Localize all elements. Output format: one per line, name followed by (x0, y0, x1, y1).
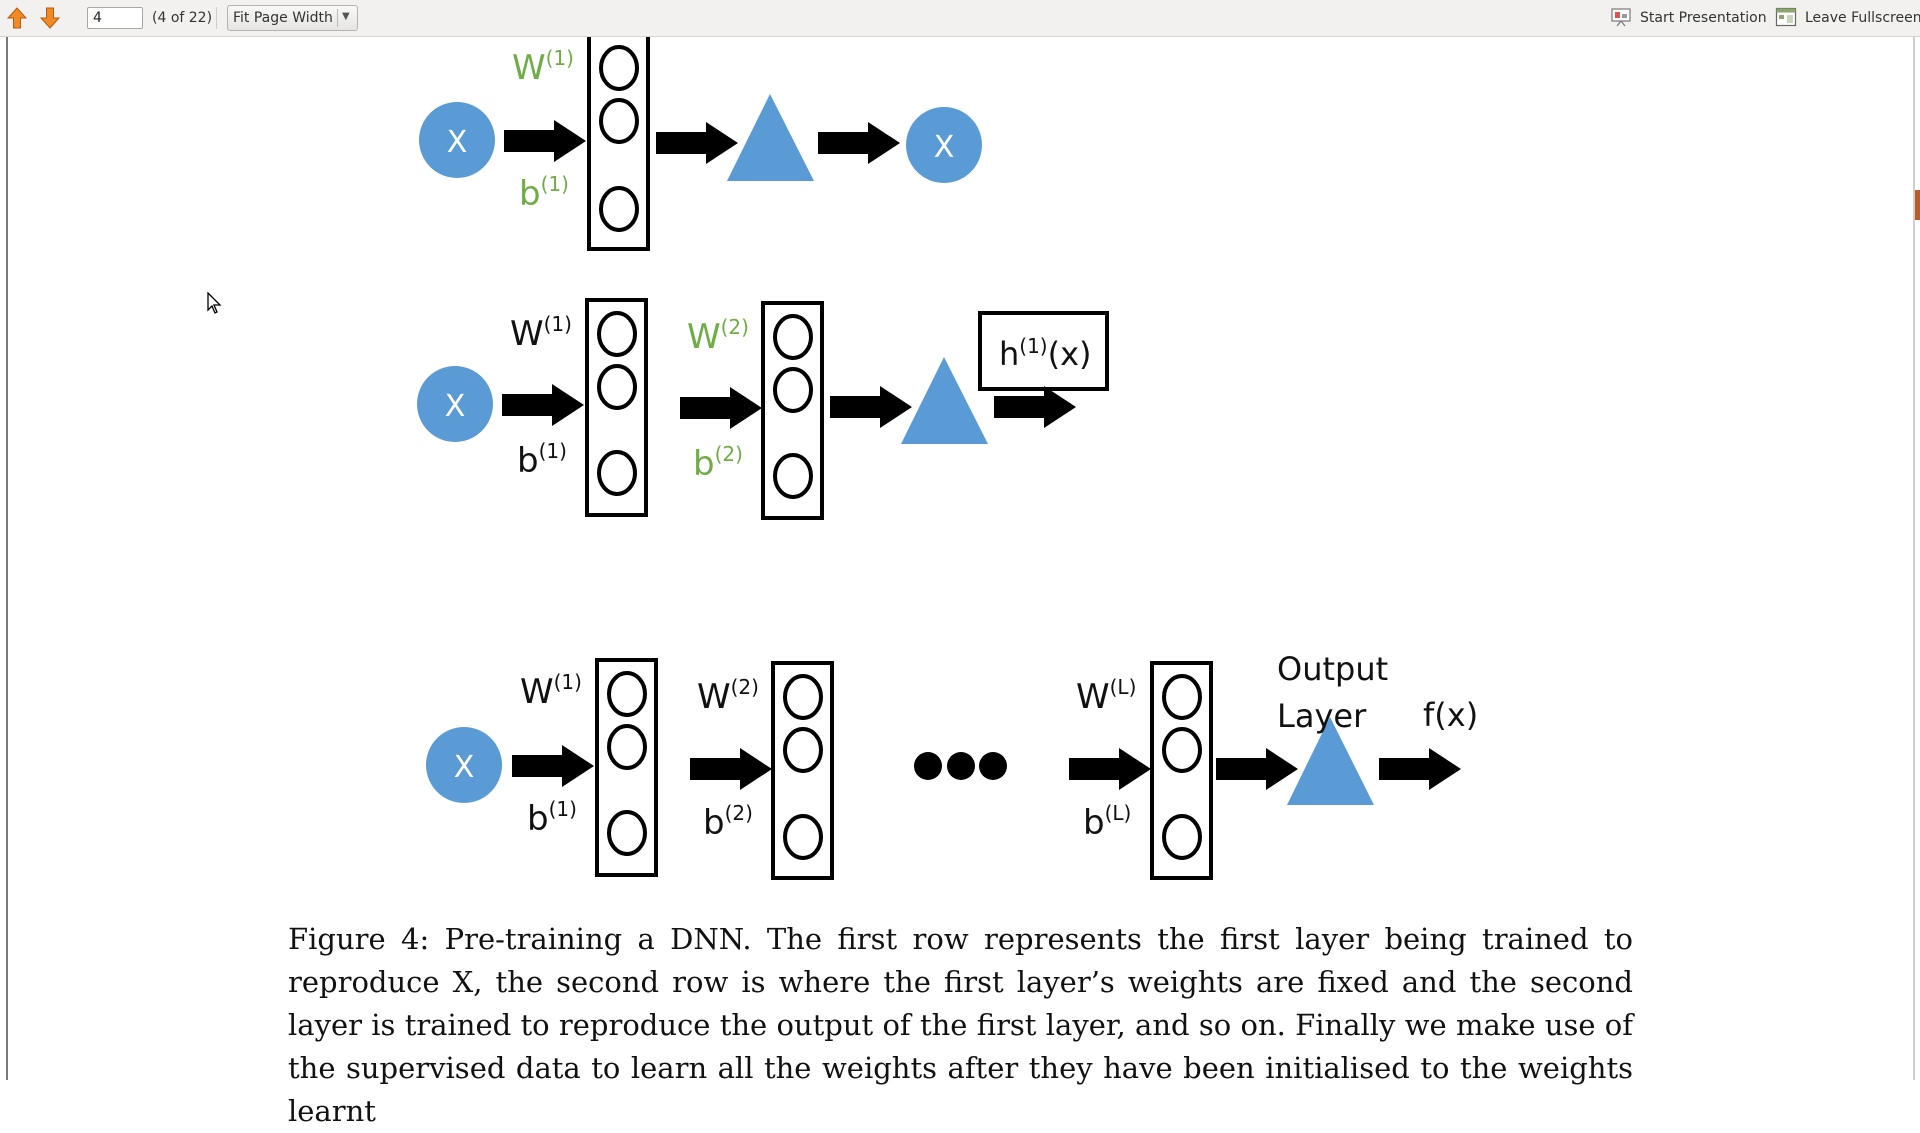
hidden-output-label: h(1)(x) (999, 334, 1092, 373)
ellipsis-dot (947, 752, 975, 780)
weight-label-1: W(1) (520, 670, 582, 712)
arrow-right-icon (994, 386, 1076, 428)
neuron (783, 814, 823, 860)
mouse-pointer-icon (207, 292, 222, 314)
page-border-left (6, 37, 8, 1080)
toolbar: (4 of 22) Fit Page Width ▼ Start Present… (0, 0, 1920, 37)
neuron (599, 45, 639, 91)
row-2: X W(1) b(1) W(2) b(2) h(1)(x) (417, 298, 1109, 520)
scrollbar-track[interactable] (1913, 37, 1915, 1080)
bias-label-1: b(1) (517, 439, 567, 481)
arrow-right-icon (1379, 748, 1461, 790)
reconstruction-node (906, 107, 982, 183)
arrow-right-icon (502, 384, 584, 426)
reconstruction-node-label: X (934, 130, 955, 165)
neuron (783, 674, 823, 720)
layer-box-2 (761, 301, 824, 520)
arrow-right-icon (830, 386, 912, 428)
figure-caption: Figure 4: Pre-training a DNN. The first … (288, 922, 1633, 1128)
neuron (599, 98, 639, 144)
page-count: (4 of 22) (152, 10, 213, 26)
arrow-down-icon (39, 7, 61, 29)
start-presentation-label: Start Presentation (1640, 10, 1767, 26)
leave-fullscreen-button[interactable]: Leave Fullscreen (1775, 5, 1920, 31)
layer-box-L (1150, 661, 1213, 880)
output-triangle (727, 94, 814, 181)
neuron (607, 810, 647, 856)
ellipsis-dot (979, 752, 1007, 780)
bias-label-1: b(1) (527, 797, 577, 839)
output-layer-label-line2: Layer (1277, 697, 1367, 735)
bias-label-2: b(2) (703, 801, 753, 843)
presentation-icon (1611, 8, 1631, 27)
input-node (419, 102, 495, 178)
weight-label-1: W(1) (510, 312, 572, 354)
zoom-select[interactable]: Fit Page Width ▼ (227, 5, 358, 31)
neuron (1162, 814, 1202, 860)
zoom-divider (337, 9, 338, 27)
weight-label: W(1) (512, 46, 574, 88)
input-node (417, 366, 493, 442)
hidden-output-box (978, 311, 1109, 391)
arrow-up-icon (6, 7, 28, 29)
output-layer-label-line1: Output (1277, 650, 1388, 688)
neuron (773, 314, 813, 360)
start-presentation-button[interactable]: Start Presentation (1610, 5, 1770, 31)
neuron (607, 724, 647, 770)
next-page-button[interactable] (37, 5, 63, 31)
neuron (597, 311, 637, 357)
leave-fullscreen-label: Leave Fullscreen (1805, 10, 1920, 26)
neuron (773, 453, 813, 499)
toolbar-divider (216, 7, 217, 29)
arrow-right-icon (818, 122, 900, 164)
page-number-input[interactable] (87, 7, 143, 29)
input-node-label: X (447, 125, 468, 160)
neuron (773, 367, 813, 413)
zoom-label: Fit Page Width (233, 10, 333, 26)
arrow-right-icon (1216, 748, 1298, 790)
bias-label-L: b(L) (1083, 801, 1131, 843)
weight-label-2: W(2) (697, 675, 759, 717)
bias-label-2: b(2) (693, 442, 743, 484)
output-triangle (1287, 717, 1374, 805)
neuron (1162, 727, 1202, 773)
arrow-right-icon (656, 122, 738, 164)
arrow-right-icon (1069, 748, 1151, 790)
previous-page-button[interactable] (4, 5, 30, 31)
input-node (426, 727, 502, 803)
row-3: X W(1) b(1) W(2) b(2) W(L) b(L) Output L… (426, 650, 1478, 880)
dnn-pretraining-figure: X W(1) b(1) X X W(1) b(1) W(2) b(2) h(1 (417, 37, 1478, 880)
layer-box-1 (595, 658, 658, 877)
layer-box-1 (585, 298, 648, 517)
fullscreen-icon (1775, 7, 1797, 27)
arrow-right-icon (680, 387, 762, 429)
chevron-down-icon: ▼ (342, 11, 350, 22)
neuron (597, 450, 637, 496)
weight-label-2: W(2) (687, 315, 749, 357)
neuron (599, 186, 639, 232)
neuron (783, 727, 823, 773)
neuron (1162, 674, 1202, 720)
layer-box-2 (771, 661, 834, 880)
weight-label-L: W(L) (1076, 675, 1136, 717)
scrollbar-thumb[interactable] (1915, 190, 1920, 220)
arrow-right-icon (512, 745, 594, 787)
row-1: X W(1) b(1) X (419, 37, 982, 251)
neuron (607, 671, 647, 717)
input-node-label: X (454, 750, 475, 785)
input-node-label: X (445, 389, 466, 424)
neuron (597, 364, 637, 410)
arrow-right-icon (504, 120, 586, 162)
output-triangle (901, 357, 988, 444)
layer-box (587, 37, 650, 251)
bias-label: b(1) (519, 172, 569, 214)
arrow-right-icon (690, 748, 772, 790)
fx-label: f(x) (1423, 696, 1478, 734)
ellipsis-dot (914, 752, 942, 780)
